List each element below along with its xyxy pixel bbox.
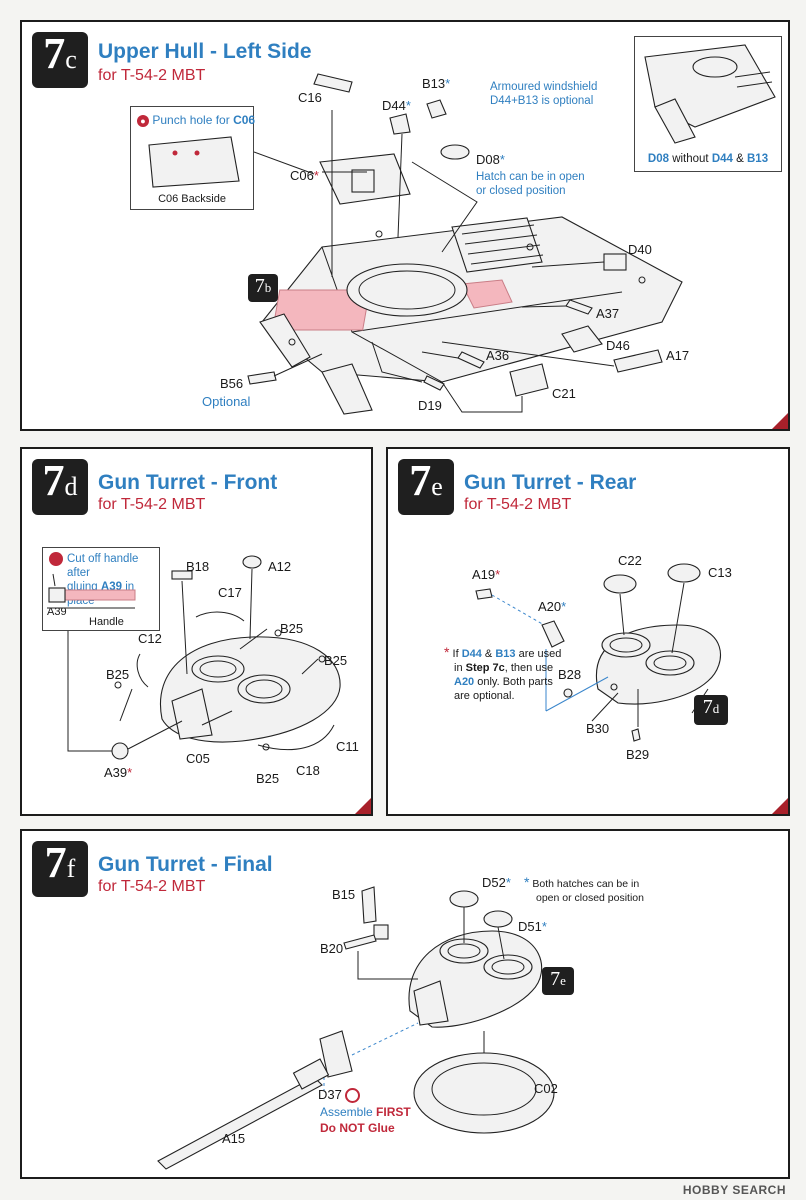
step-title: Upper Hull - Left Side — [98, 40, 312, 63]
panel-corner-mark — [771, 412, 788, 429]
part-b18: B18 — [186, 559, 210, 574]
step-subtitle: for T-54-2 MBT — [98, 878, 206, 895]
part-d08: D08* — [476, 152, 505, 167]
hobby-search-watermark: HOBBY SEARCH — [682, 1183, 786, 1197]
turret-rear-drawing — [475, 563, 721, 742]
punch-hole-label: ● Punch hole for C06 — [137, 113, 255, 127]
handle-drawing — [47, 573, 136, 609]
step-subtitle: for T-54-2 MBT — [98, 496, 206, 513]
optional-inset: D08 without D44 & B13 — [634, 36, 782, 172]
part-c12: C12 — [138, 631, 162, 646]
part-c16: C16 — [298, 90, 322, 105]
inset-handle: Handle — [89, 616, 124, 628]
backside-label: C06 Backside — [158, 193, 226, 205]
step-title: Gun Turret - Rear — [464, 471, 637, 494]
part-a36: A36 — [486, 348, 510, 363]
part-b28: B28 — [558, 667, 582, 682]
hull-assembly-drawing — [247, 73, 683, 415]
part-c05: C05 — [186, 751, 210, 766]
part-c17: C17 — [218, 585, 242, 600]
turret-front-drawing — [67, 555, 341, 760]
part-b20: B20 — [320, 941, 344, 956]
part-a15: A15 — [222, 1131, 246, 1146]
part-b25-3: B25 — [106, 667, 130, 682]
part-c02: C02 — [534, 1081, 558, 1096]
step-title: Gun Turret - Front — [98, 471, 278, 494]
do-not-glue: Do NOT Glue — [320, 1121, 395, 1135]
part-a12: A12 — [268, 559, 292, 574]
cut-icon — [49, 552, 63, 566]
part-b25-4: B25 — [256, 771, 280, 786]
panel-corner-mark — [354, 797, 371, 814]
part-c18: C18 — [296, 763, 320, 778]
punch-icon: ● — [137, 114, 149, 127]
part-a17: A17 — [666, 348, 690, 363]
part-d37: D37 — [318, 1087, 361, 1104]
part-d52: D52* — [482, 875, 511, 890]
turret-final-drawing — [157, 886, 555, 1170]
part-b25-1: B25 — [280, 621, 304, 636]
step-subtitle: for T-54-2 MBT — [98, 67, 206, 84]
part-b13: B13* — [422, 76, 451, 91]
punch-hole-callout: ● Punch hole for C06 C06 Backside — [130, 106, 255, 210]
part-d51: D51* — [518, 919, 547, 934]
inset-drawing — [644, 44, 776, 144]
part-b56: B56 — [220, 376, 244, 391]
part-d46: D46 — [606, 338, 630, 353]
part-a37: A37 — [596, 306, 620, 321]
hatch-note: * Both hatches can be in open or closed … — [524, 874, 644, 904]
part-b15: B15 — [332, 887, 356, 902]
cut-handle-callout: Cut off handle after gluing A39 in place… — [42, 547, 160, 631]
part-b25-2: B25 — [324, 653, 348, 668]
part-d40: D40 — [628, 242, 652, 257]
part-d44: D44* — [382, 98, 411, 113]
part-c11: C11 — [336, 739, 359, 754]
part-c13: C13 — [708, 565, 732, 580]
punch-hole-drawing — [148, 136, 240, 188]
step-title: Gun Turret - Final — [98, 853, 273, 876]
part-a19: A19* — [472, 567, 501, 582]
part-a20: A20* — [538, 599, 567, 614]
inset-caption: D08 without D44 & B13 — [647, 153, 769, 165]
part-a39: A39* — [104, 765, 133, 780]
inset-a39: A39 — [47, 606, 67, 618]
part-b29: B29 — [626, 747, 650, 762]
no-glue-icon — [345, 1088, 361, 1104]
part-d19: D19 — [418, 398, 442, 413]
part-c06: C06* — [290, 168, 319, 183]
panel-corner-mark — [771, 797, 788, 814]
part-c21: C21 — [552, 386, 576, 401]
optional-note: * If D44 & B13 are used in Step 7c, then… — [444, 644, 562, 702]
assemble-first: Assemble FIRST — [320, 1105, 411, 1119]
part-c22: C22 — [618, 553, 642, 568]
optional-label: Optional — [202, 394, 251, 409]
part-b30: B30 — [586, 721, 610, 736]
step-subtitle: for T-54-2 MBT — [464, 496, 572, 513]
